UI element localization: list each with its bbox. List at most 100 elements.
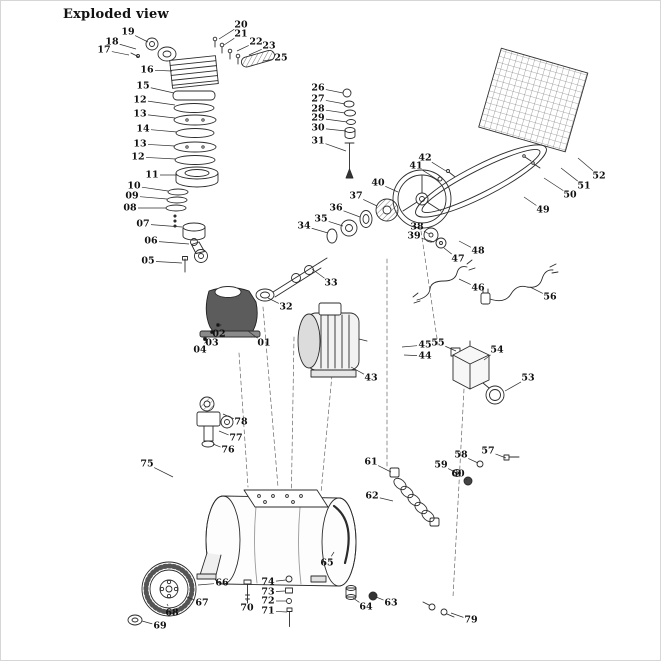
leader-line-01 [247, 330, 258, 339]
leader-line-13 [147, 114, 176, 119]
shaft-discs [423, 227, 447, 249]
leader-line-33 [311, 268, 325, 279]
condenser-grid [478, 47, 589, 169]
leader-line-54 [483, 354, 491, 361]
leader-line-73 [275, 590, 286, 592]
cylinder-head [169, 55, 219, 89]
leader-line-28 [325, 109, 346, 114]
leader-line-50 [543, 177, 564, 191]
leader-line-51 [560, 167, 578, 182]
leader-line-13 [147, 144, 176, 147]
leader-line-63 [375, 596, 384, 601]
leader-line-48 [458, 240, 472, 248]
leader-line-66 [197, 583, 215, 586]
leader-line-71 [275, 611, 288, 613]
leader-line-06 [158, 241, 190, 245]
leader-line-03 [213, 331, 215, 336]
leader-line-65 [330, 551, 335, 557]
leader-line-68 [166, 603, 169, 607]
leader-line-69 [141, 620, 153, 625]
leader-line-43 [350, 366, 365, 375]
leader-line-12 [145, 157, 177, 160]
flywheel-pulley [392, 169, 455, 229]
leader-line-10 [141, 186, 169, 192]
wheel [127, 561, 197, 626]
leader-line-46 [458, 278, 471, 285]
leader-line-44 [403, 354, 418, 356]
crankcase [199, 286, 261, 341]
leader-line-21 [223, 38, 235, 46]
outlet-fittings [453, 454, 520, 486]
leader-line-61 [377, 465, 392, 473]
leader-line-40 [385, 185, 399, 193]
motor [297, 302, 368, 378]
leader-line-52 [577, 157, 594, 172]
leader-line-23 [248, 48, 262, 56]
crankshaft [255, 257, 328, 302]
leader-line-55 [445, 345, 457, 352]
leader-line-04 [204, 339, 208, 344]
leader-line-67 [186, 596, 195, 601]
air-filter [130, 37, 177, 62]
axle-bolt [243, 579, 252, 604]
leader-line-45 [401, 345, 418, 348]
leader-line-74 [275, 579, 287, 582]
valve-parts [342, 88, 356, 179]
wiring [412, 259, 559, 305]
head-screws [212, 36, 275, 68]
leader-line-75 [153, 467, 174, 478]
leader-line-38 [423, 230, 430, 235]
leader-line-49 [523, 196, 537, 206]
leader-line-34 [311, 227, 329, 234]
leader-line-29 [325, 118, 348, 123]
leader-line-12 [147, 100, 176, 106]
leader-line-17 [111, 51, 130, 56]
leader-line-56 [529, 286, 544, 294]
pressure-switch-group [450, 340, 505, 405]
leader-line-64 [352, 597, 360, 603]
leader-line-76 [212, 443, 221, 448]
leader-line-36 [343, 210, 361, 218]
leader-line-60 [464, 478, 468, 481]
leader-line-78 [222, 413, 234, 420]
leader-line-47 [443, 247, 452, 255]
leader-line-37 [363, 199, 378, 207]
leader-line-62 [379, 497, 394, 502]
leader-line-59 [447, 468, 456, 473]
leader-line-16 [154, 69, 173, 72]
leader-line-57 [495, 453, 507, 459]
drain-cock [345, 585, 378, 601]
tank [196, 489, 357, 587]
regulator [196, 396, 234, 448]
leader-line-79 [450, 612, 464, 618]
leader-line-27 [325, 100, 346, 105]
leader-line-53 [504, 381, 522, 392]
leader-line-20 [218, 28, 235, 40]
leader-line-25 [262, 58, 274, 62]
leader-line-05 [155, 261, 183, 264]
leader-line-39 [421, 237, 435, 243]
piston-assembly [165, 188, 208, 273]
leader-line-31 [325, 143, 347, 152]
leader-line-07 [150, 224, 183, 228]
leader-line-14 [150, 129, 178, 133]
leader-line-19 [134, 35, 149, 43]
leader-line-18 [119, 43, 137, 50]
elbow-fittings [422, 601, 455, 618]
valve-plate-stack [172, 90, 219, 188]
leader-line-58 [468, 458, 479, 464]
leader-lines [111, 28, 594, 625]
leader-line-77 [218, 430, 229, 436]
leader-line-32 [267, 297, 280, 304]
page-title: Exploded view [63, 7, 169, 22]
leader-line-41 [422, 169, 439, 181]
drain-parts [285, 575, 293, 627]
leader-line-26 [325, 89, 344, 94]
drawing-artwork [127, 36, 589, 627]
leader-line-22 [236, 45, 249, 52]
flex-hose [389, 467, 440, 527]
leader-line-35 [328, 221, 344, 227]
leader-line-30 [325, 128, 347, 132]
